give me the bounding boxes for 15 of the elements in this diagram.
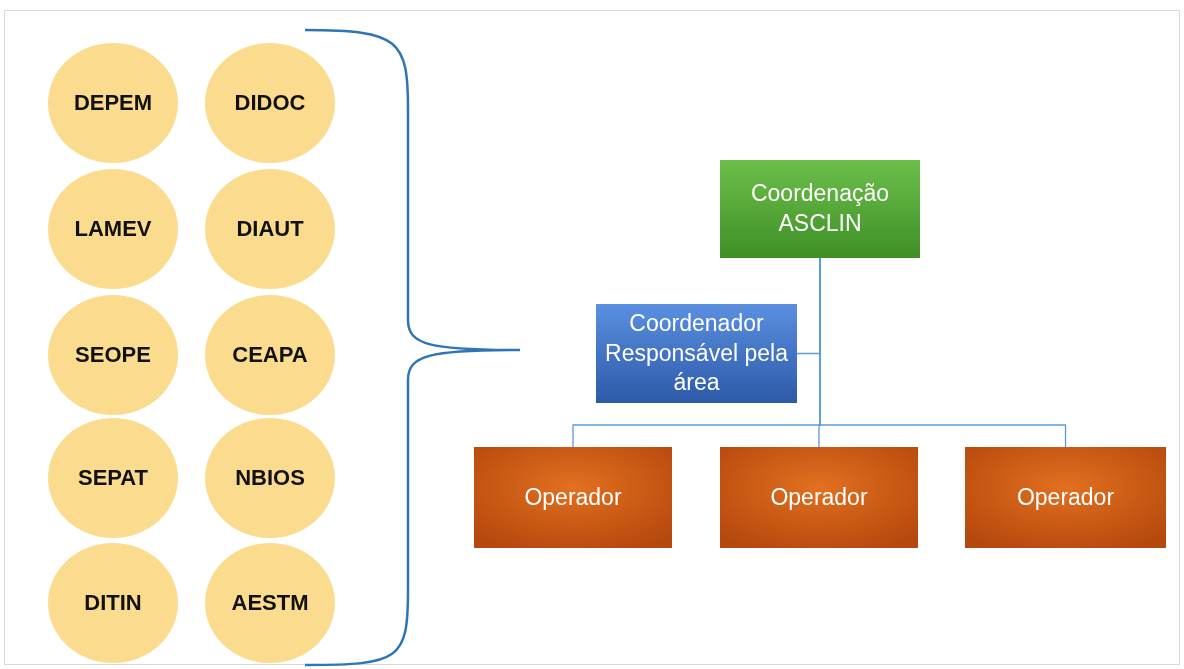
unit-name: DIDOC [234, 90, 306, 116]
unit-name: DIAUT [236, 216, 304, 242]
unit-name: DITIN [84, 590, 142, 616]
box-label: Coordenador Responsável pela área [604, 308, 789, 398]
box-label: Operador [524, 482, 622, 512]
box-label: Coordenação ASCLIN [749, 179, 891, 238]
box-label: Operador [770, 482, 868, 512]
unit-name: LAMEV [74, 216, 152, 242]
unit-name: CEAPA [232, 342, 308, 368]
unit-name: DEPEM [73, 90, 153, 116]
unit-name: AESTM [231, 590, 309, 616]
unit-name: NBIOS [235, 465, 305, 491]
unit-name: SEPAT [77, 465, 149, 491]
box-label: Operador [1016, 482, 1115, 512]
unit-name: SEOPE [75, 342, 151, 368]
